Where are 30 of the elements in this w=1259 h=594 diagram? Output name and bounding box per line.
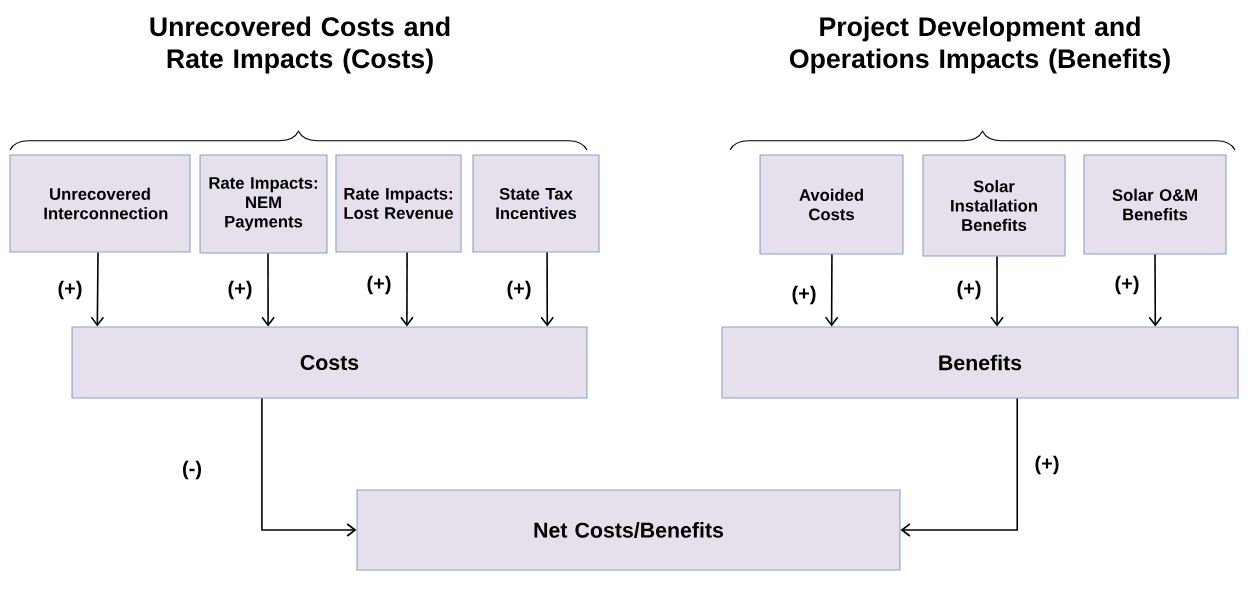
process-box: State Tax Incentives: [472, 154, 600, 253]
edge-label: (+): [507, 280, 531, 300]
process-box: Rate Impacts: NEM Payments: [199, 154, 328, 254]
arrow: [1148, 253, 1163, 327]
process-box: Avoided Costs: [759, 154, 904, 255]
group-heading: Unrecovered Costs and Rate Impacts (Costs): [150, 16, 450, 74]
process-box: Rate Impacts: Lost Revenue: [335, 154, 462, 253]
arrow: [400, 251, 414, 327]
arrow: [261, 397, 357, 537]
edge-label: (+): [228, 280, 252, 300]
arrow: [90, 251, 105, 327]
arrow: [824, 253, 839, 327]
edge-label: (-): [183, 460, 201, 480]
process-box: Costs: [71, 326, 588, 399]
process-box: Net Costs/Benefits: [356, 489, 901, 571]
edge-label: (+): [1035, 455, 1059, 475]
edge-label: (+): [367, 275, 391, 295]
arrow: [261, 252, 275, 327]
arrow: [990, 255, 1004, 327]
process-box: Solar Installation Benefits: [922, 154, 1066, 257]
arrow: [900, 397, 1019, 537]
process-box: Benefits: [721, 326, 1239, 399]
arrow: [540, 251, 555, 327]
edge-label: (+): [58, 280, 82, 300]
process-box: Unrecovered Interconnection: [9, 154, 191, 253]
edge-label: (+): [792, 285, 816, 305]
process-box: Solar O&M Benefits: [1083, 154, 1227, 255]
edge-label: (+): [1115, 275, 1139, 295]
group-heading: Project Development and Operations Impacts (Benefits): [789, 16, 1170, 74]
edge-label: (+): [957, 280, 981, 300]
